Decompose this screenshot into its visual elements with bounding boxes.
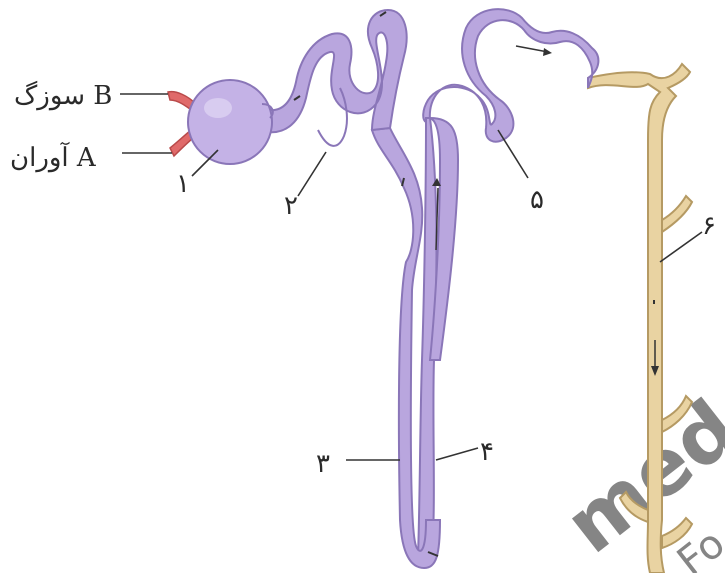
leader-4: [436, 448, 478, 460]
glomerular-capsule: [188, 80, 273, 164]
part-number-5: ۵: [530, 185, 544, 215]
leader-5: [498, 130, 528, 178]
watermark: med Fo: [549, 383, 725, 573]
leader-2: [298, 152, 326, 196]
part-number-6: ۶: [702, 211, 716, 241]
part-number-1: ۱: [176, 169, 190, 199]
labels: سوزگ B آوران A ۱ ۲ ۳ ۴ ۵ ۶: [10, 80, 716, 479]
proximal-tubule: [268, 10, 407, 132]
vessel-label-a: آوران A: [10, 141, 97, 173]
part-number-4: ۴: [480, 437, 494, 467]
part-number-2: ۲: [284, 191, 298, 221]
vessel-label-b: سوزگ B: [14, 80, 112, 111]
part-number-3: ۳: [316, 449, 330, 479]
distal-tubule: [423, 9, 598, 142]
leader-6: [660, 232, 702, 262]
